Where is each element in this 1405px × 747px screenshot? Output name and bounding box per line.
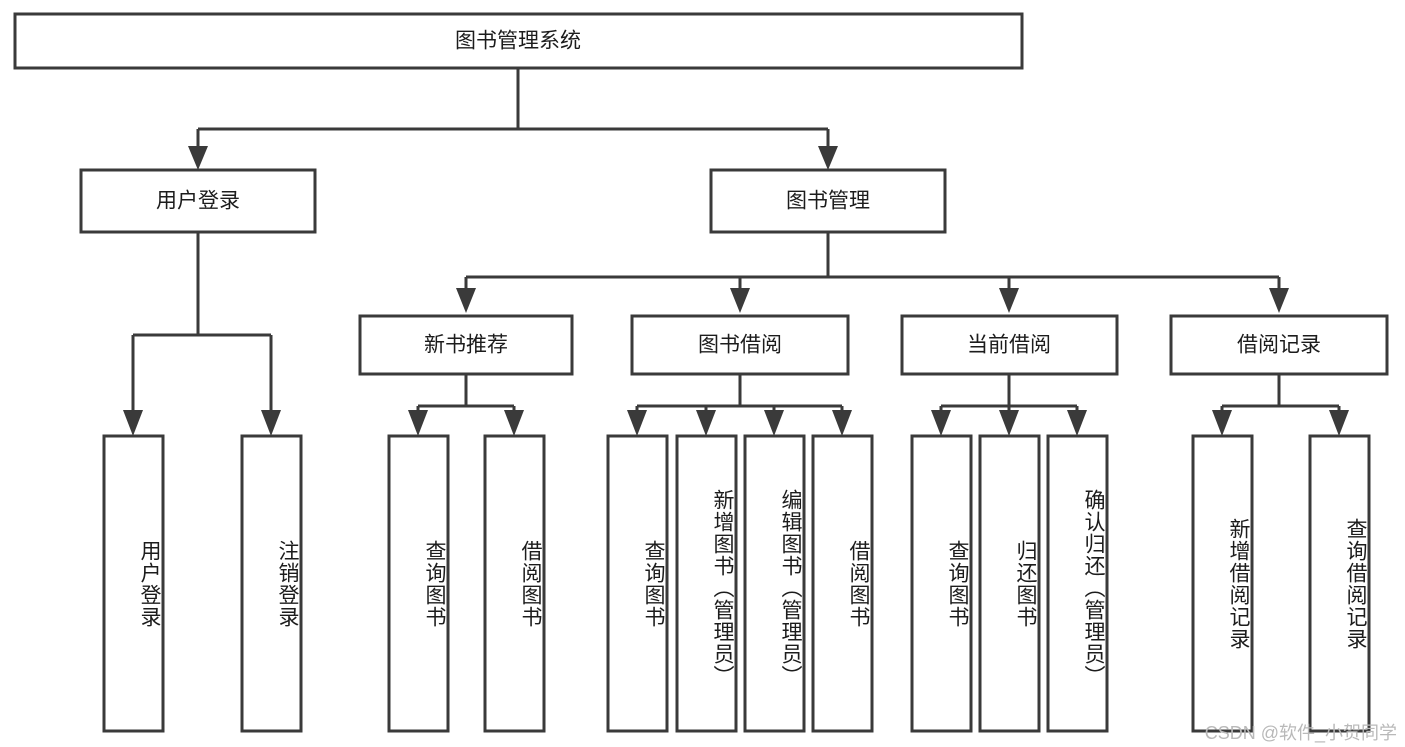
leaf-box-confirm-return-admin[interactable]: [1046, 434, 1109, 733]
connector-root-to-level2: [188, 68, 838, 170]
arrow-head-icon: [1329, 410, 1349, 436]
node-user-login-label: 用户登录: [156, 190, 240, 213]
node-borrow-record-label: 借阅记录: [1237, 334, 1321, 357]
node-user-login[interactable]: 用户登录: [79, 168, 317, 234]
leaf-box-user-login[interactable]: [102, 434, 165, 733]
connector-book-management-to-level3: [456, 232, 1289, 313]
arrow-head-icon: [456, 288, 476, 313]
node-borrow-record[interactable]: 借阅记录: [1169, 314, 1389, 376]
connector-borrow-record-to-leaves: [1212, 374, 1349, 436]
connector-current-borrow-to-leaves: [931, 374, 1087, 436]
arrow-head-icon: [764, 410, 784, 436]
leaf-box-borrow-book[interactable]: [811, 434, 874, 733]
connector-user-login-to-leaves: [123, 232, 281, 436]
arrow-head-icon: [832, 410, 852, 436]
node-current-borrow[interactable]: 当前借阅: [900, 314, 1119, 376]
node-user-login-box[interactable]: [79, 168, 317, 234]
leaf-box-query-book-borrow[interactable]: [606, 434, 669, 733]
arrow-head-icon: [1269, 288, 1289, 313]
leaf-box-logout[interactable]: [240, 434, 303, 733]
leaf-box-add-book-admin[interactable]: [675, 434, 738, 733]
arrow-head-icon: [261, 410, 281, 436]
arrow-head-icon: [188, 146, 208, 170]
arrow-head-icon: [999, 410, 1019, 436]
arrow-head-icon: [696, 410, 716, 436]
leaf-box-add-borrow-record[interactable]: [1191, 434, 1254, 733]
watermark-text: CSDN @软件_小贺同学: [1204, 723, 1397, 743]
arrow-head-icon: [504, 410, 524, 436]
leaf-box-return-book[interactable]: [978, 434, 1041, 733]
node-root[interactable]: 图书管理系统: [13, 12, 1024, 70]
node-book-borrow[interactable]: 图书借阅: [630, 314, 850, 376]
connector-new-book-recommend-to-leaves: [408, 374, 524, 436]
arrow-head-icon: [818, 146, 838, 170]
node-new-book-recommend-box[interactable]: [358, 314, 574, 376]
node-book-management[interactable]: 图书管理: [709, 168, 947, 234]
arrow-head-icon: [123, 410, 143, 436]
arrow-head-icon: [999, 288, 1019, 313]
node-book-borrow-label: 图书借阅: [698, 334, 782, 357]
leaf-box-query-borrow-record[interactable]: [1308, 434, 1371, 733]
leaf-box-query-book-rec[interactable]: [387, 434, 450, 733]
node-book-management-label: 图书管理: [786, 190, 870, 213]
node-current-borrow-label: 当前借阅: [967, 334, 1051, 357]
leaf-box-query-book-current[interactable]: [910, 434, 973, 733]
node-new-book-recommend-label: 新书推荐: [424, 334, 508, 357]
arrow-head-icon: [1067, 410, 1087, 436]
arrow-head-icon: [408, 410, 428, 436]
connector-book-borrow-to-leaves: [627, 374, 852, 436]
node-root-box[interactable]: [13, 12, 1024, 70]
arrow-head-icon: [730, 288, 750, 313]
node-current-borrow-box[interactable]: [900, 314, 1119, 376]
arrow-head-icon: [931, 410, 951, 436]
leaf-box-borrow-book-rec[interactable]: [483, 434, 546, 733]
node-new-book-recommend[interactable]: 新书推荐: [358, 314, 574, 376]
leaf-box-edit-book-admin[interactable]: [743, 434, 806, 733]
arrow-head-icon: [627, 410, 647, 436]
node-root-label: 图书管理系统: [455, 30, 581, 53]
arrow-head-icon: [1212, 410, 1232, 436]
